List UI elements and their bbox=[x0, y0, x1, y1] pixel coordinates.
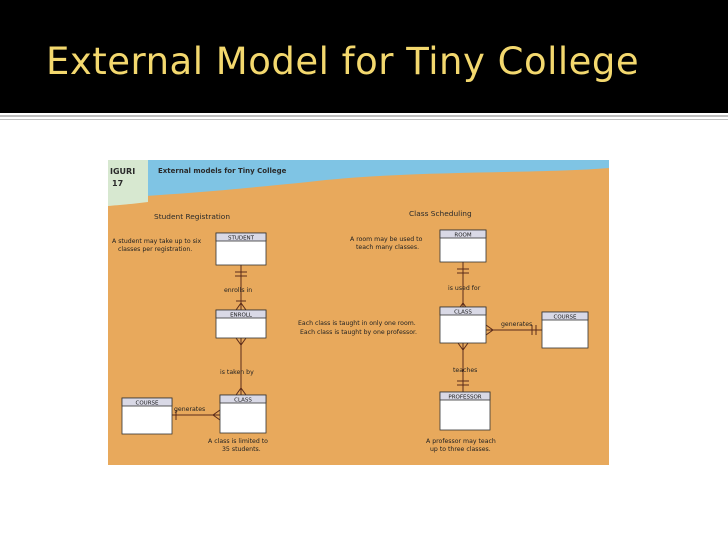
right-note-middle-line2: Each class is taught by one professor. bbox=[300, 329, 417, 336]
entity-course-right: COURSE bbox=[541, 311, 589, 349]
entity-course-left: COURSE bbox=[121, 397, 173, 435]
entity-course-left-label: COURSE bbox=[136, 401, 160, 407]
figure-caption: External models for Tiny College bbox=[158, 167, 287, 175]
left-note-bottom-line1: A class is limited to bbox=[208, 438, 268, 445]
entity-student: STUDENT bbox=[215, 232, 267, 266]
figure-tag: IGURI bbox=[110, 167, 135, 176]
entity-professor: PROFESSOR bbox=[439, 391, 491, 431]
title-rule-top bbox=[0, 115, 728, 117]
entity-class-right: CLASS bbox=[439, 306, 487, 344]
right-note-top-line2: teach many classes. bbox=[356, 244, 419, 251]
er-figure: IGURI 17 External models for Tiny Colleg… bbox=[108, 160, 609, 465]
rel-teaches: teaches bbox=[453, 367, 477, 374]
figure-number: 17 bbox=[112, 179, 123, 188]
entity-enroll-label: ENROLL bbox=[230, 313, 253, 319]
slide-title: External Model for Tiny College bbox=[46, 40, 640, 83]
entity-room-label: ROOM bbox=[454, 233, 471, 239]
entity-professor-label: PROFESSOR bbox=[448, 395, 481, 401]
er-diagram: IGURI 17 External models for Tiny Colleg… bbox=[108, 160, 609, 453]
right-note-middle-line1: Each class is taught in only one room. bbox=[298, 320, 416, 327]
entity-course-right-label: COURSE bbox=[554, 315, 578, 321]
relationship-lines bbox=[172, 262, 542, 421]
entity-student-label: STUDENT bbox=[228, 236, 255, 242]
right-note-top-line1: A room may be used to bbox=[350, 236, 423, 243]
rel-generates-right: generates bbox=[501, 321, 532, 328]
rel-generates-left: generates bbox=[174, 406, 205, 413]
entity-enroll: ENROLL bbox=[215, 309, 267, 339]
rel-is-used-for: is used for bbox=[448, 285, 481, 292]
title-rule-bottom bbox=[0, 119, 728, 120]
student-registration-heading: Student Registration bbox=[154, 212, 230, 221]
entity-room: ROOM bbox=[439, 229, 487, 263]
entity-class-left: CLASS bbox=[219, 394, 267, 434]
entity-class-left-label: CLASS bbox=[234, 398, 252, 404]
right-note-bottom-line2: up to three classes. bbox=[430, 446, 491, 453]
entity-class-right-label: CLASS bbox=[454, 310, 472, 316]
class-scheduling-heading: Class Scheduling bbox=[409, 209, 472, 218]
rel-is-taken-by: is taken by bbox=[220, 369, 254, 376]
left-note-top-line2: classes per registration. bbox=[118, 246, 192, 253]
rel-enrolls-in: enrolls in bbox=[224, 287, 252, 294]
title-bar: External Model for Tiny College bbox=[0, 0, 728, 113]
right-note-bottom-line1: A professor may teach bbox=[426, 438, 496, 445]
left-note-top-line1: A student may take up to six bbox=[112, 238, 202, 245]
figure-number-panel bbox=[108, 160, 148, 206]
header-band bbox=[108, 160, 609, 198]
left-note-bottom-line2: 35 students. bbox=[222, 446, 261, 453]
